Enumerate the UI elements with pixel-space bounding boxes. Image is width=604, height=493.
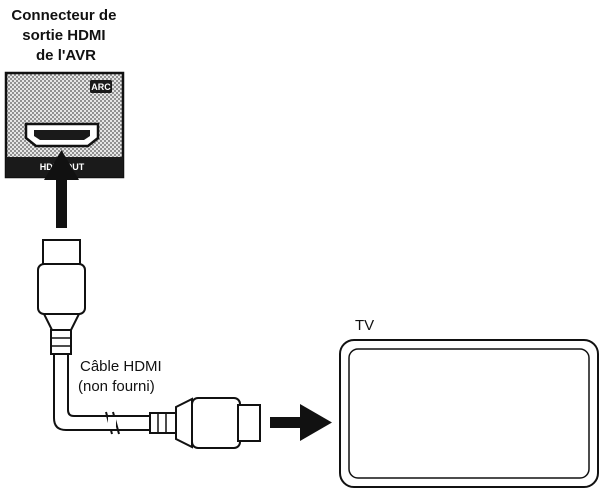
arc-badge-text: ARC xyxy=(91,82,111,92)
hdmi-cable-label: Câble HDMI (non fourni) xyxy=(78,358,166,395)
hdmi-port-socket xyxy=(24,122,100,148)
tv-screen xyxy=(339,339,599,488)
plug-in-arrow-up xyxy=(44,150,79,228)
plug-in-arrow-right xyxy=(270,404,332,441)
tv-label: TV xyxy=(355,317,374,334)
hdmi-cable-plug-top xyxy=(37,239,86,355)
avr-connector-label: Connecteur de sortie HDMI de l'AVR xyxy=(11,7,120,64)
cable-break xyxy=(108,417,116,429)
arc-badge xyxy=(90,80,112,93)
hdmi-cable-plug-right xyxy=(149,397,261,449)
